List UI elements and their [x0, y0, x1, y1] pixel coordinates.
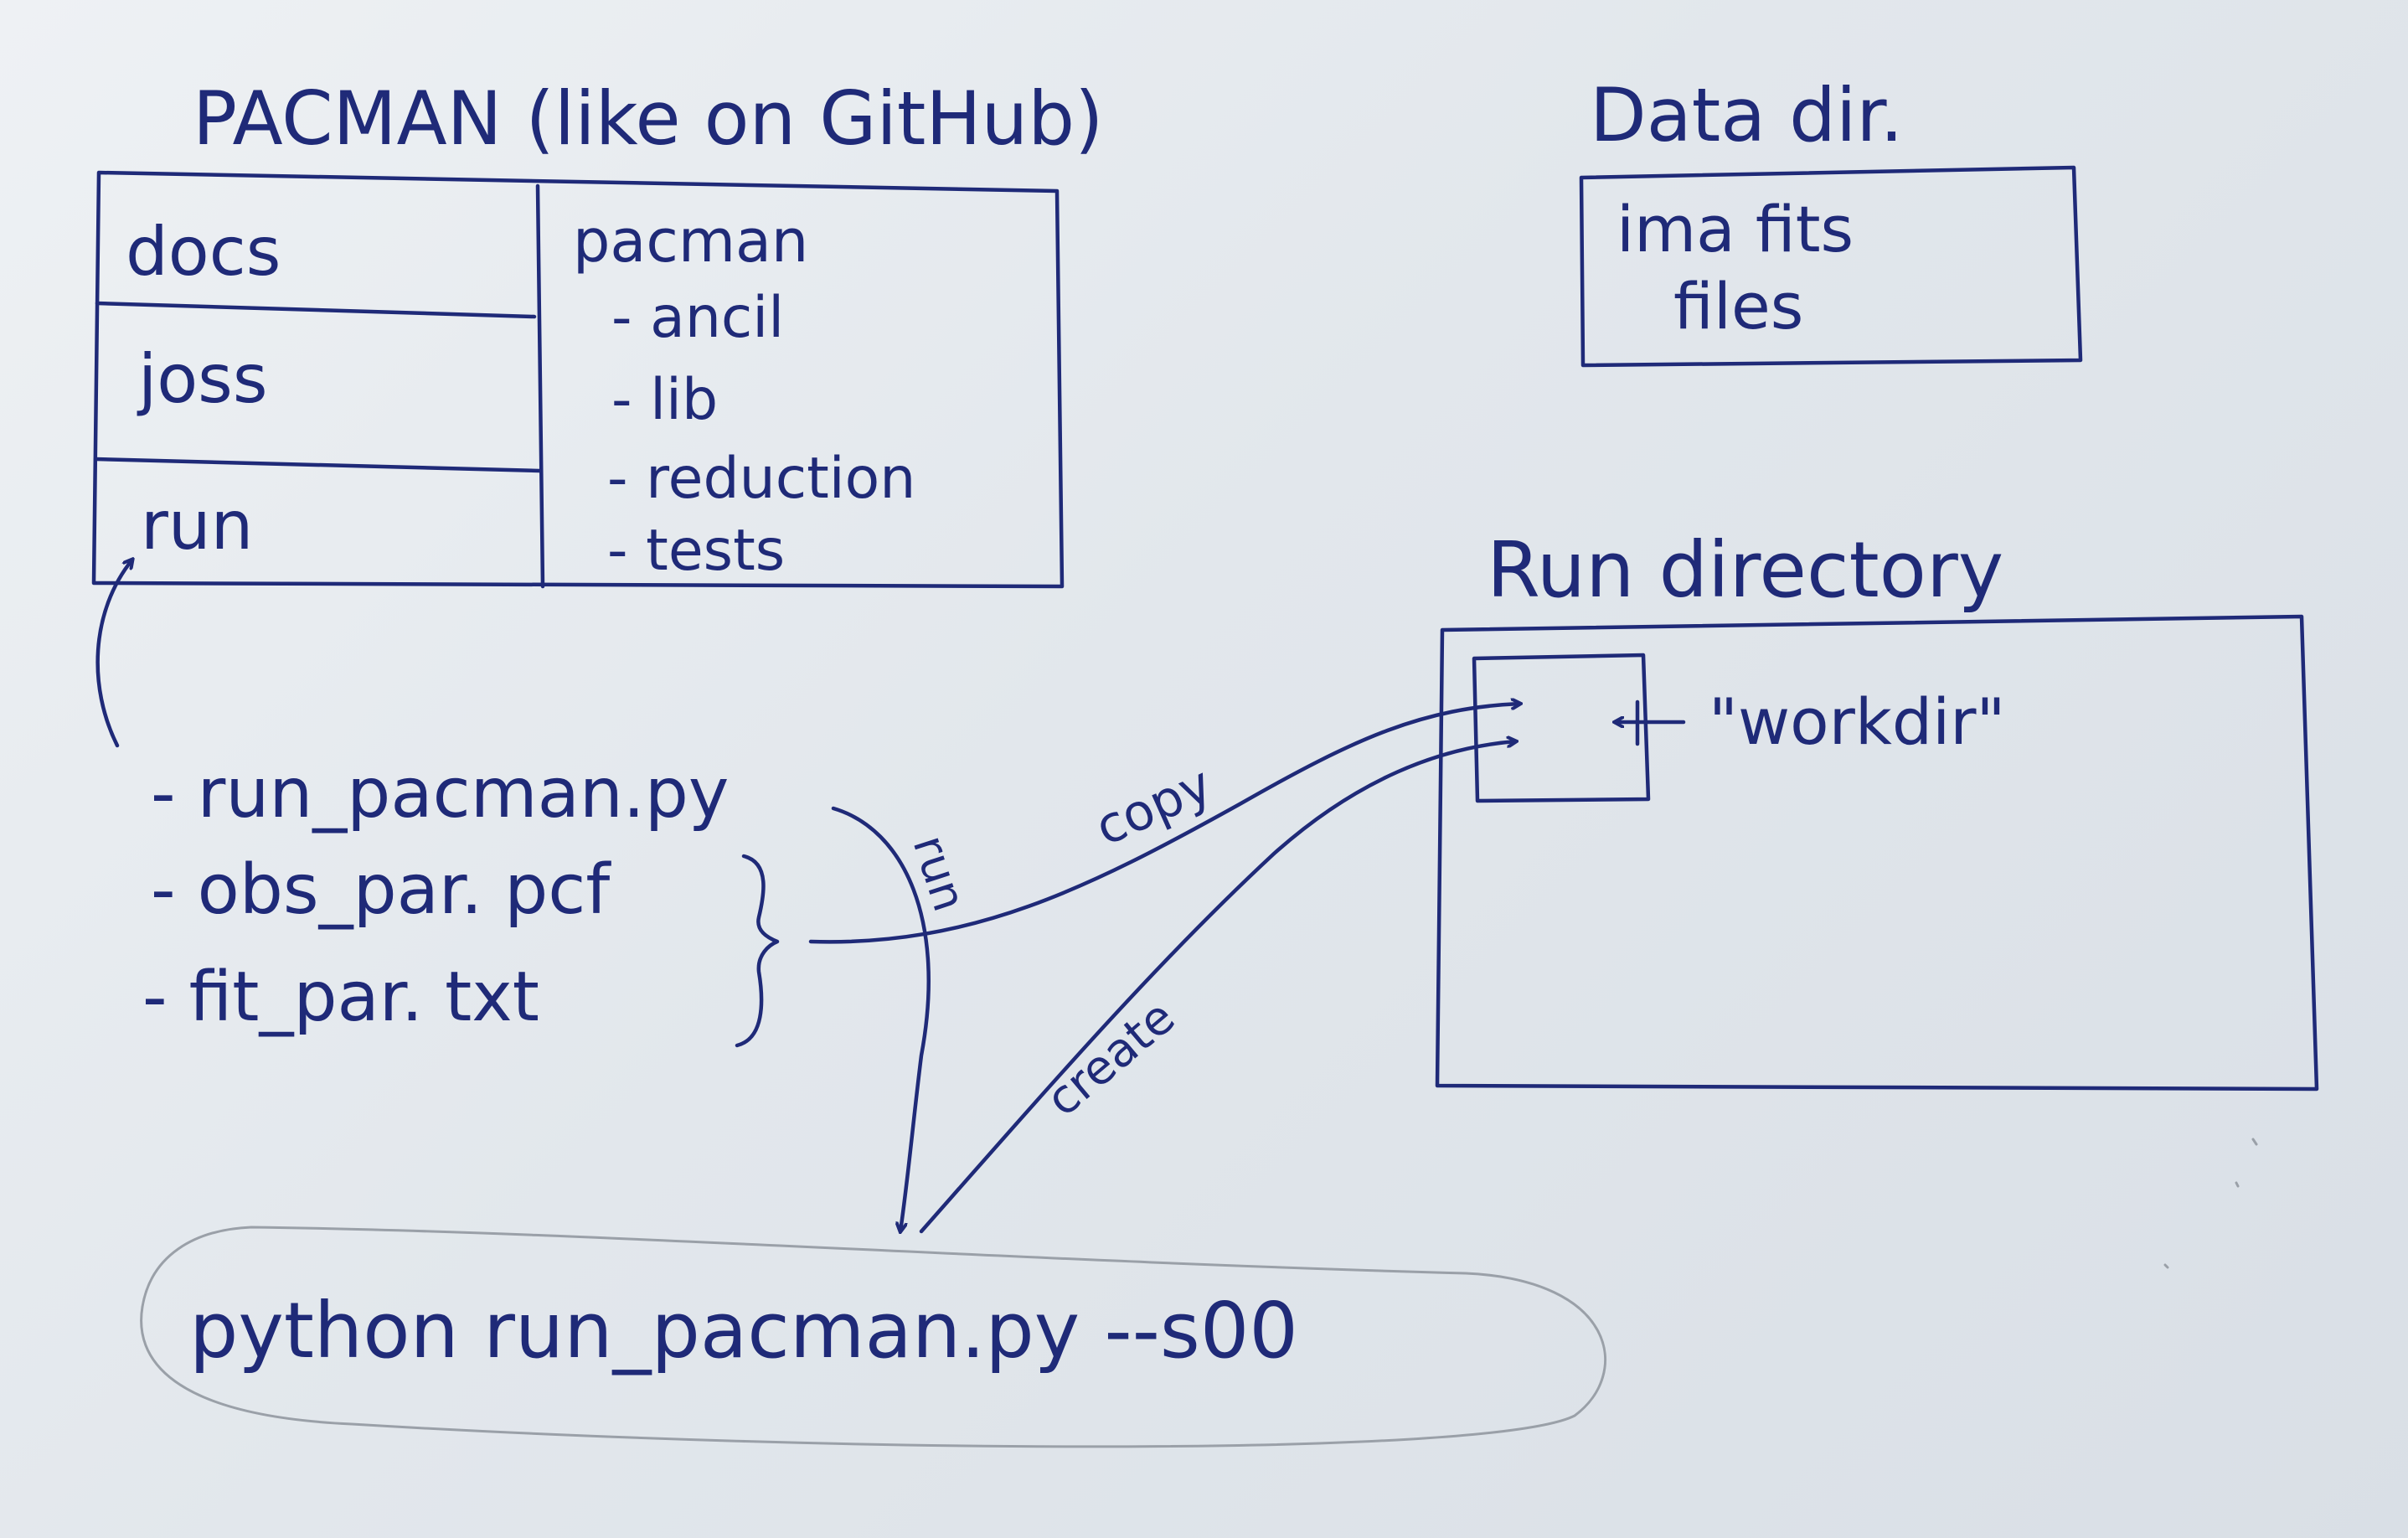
- pacman-package-item-tests: - tests: [607, 518, 785, 584]
- run-directory-frame: [1435, 614, 2319, 1092]
- pacman-left-item-run: run: [141, 487, 253, 565]
- pacman-left-item-joss: joss: [137, 340, 268, 418]
- pacman-package-item-ancil: - ancil: [611, 285, 784, 351]
- run-directory-block: Run directory "workdir": [1435, 525, 2319, 1092]
- pacman-block: PACMAN (like on GitHub) docs joss run pa…: [91, 75, 1104, 589]
- pacman-package-item-lib: - lib: [611, 367, 718, 433]
- run-arrow-line: [831, 806, 931, 1231]
- pacman-frame: [91, 170, 1065, 589]
- run-files-list: - run_pacman.py - obs_par. pcf - fit_par…: [142, 754, 780, 1048]
- command-block: python run_pacman.py --s00: [140, 1226, 1607, 1448]
- workdir-box: [1472, 653, 1651, 803]
- data-dir-line1: ima fits: [1617, 192, 1854, 266]
- command-oval: [140, 1226, 1607, 1448]
- pacman-package-item-reduction: - reduction: [607, 446, 915, 512]
- data-dir-title: Data dir.: [1590, 72, 1903, 158]
- run-file-run-pacman: - run_pacman.py: [151, 754, 729, 834]
- create-arrow-line: [919, 741, 1516, 1234]
- run-arrow: run: [831, 806, 977, 1231]
- pacman-left-item-docs: docs: [126, 213, 281, 291]
- data-dir-frame: [1579, 165, 2083, 368]
- pacman-column-divider: [535, 183, 545, 589]
- workdir-label: "workdir": [1709, 684, 2005, 759]
- param-files-brace: [735, 854, 780, 1048]
- run-directory-title: Run directory: [1487, 525, 2003, 615]
- copy-arrow-label: copy: [1087, 755, 1220, 857]
- copy-arrow-line: [808, 704, 1520, 944]
- run-file-obs-par: - obs_par. pcf: [151, 850, 611, 930]
- data-dir-line2: files: [1673, 269, 1803, 343]
- pacman-row-divider-2: [93, 457, 542, 473]
- pacman-title: PACMAN (like on GitHub): [193, 75, 1104, 162]
- data-dir-block: Data dir. ima fits files: [1579, 72, 2083, 368]
- command-text: python run_pacman.py --s00: [189, 1286, 1298, 1375]
- pencil-speck: [2163, 1138, 2258, 1269]
- pacman-package-name: pacman: [573, 207, 808, 276]
- create-arrow-label: create: [1036, 990, 1185, 1128]
- run-arrow-label: run: [903, 829, 977, 918]
- arrow-to-run-folder: [95, 560, 132, 748]
- run-file-fit-par: - fit_par. txt: [142, 957, 539, 1037]
- pacman-row-divider-1: [95, 301, 537, 319]
